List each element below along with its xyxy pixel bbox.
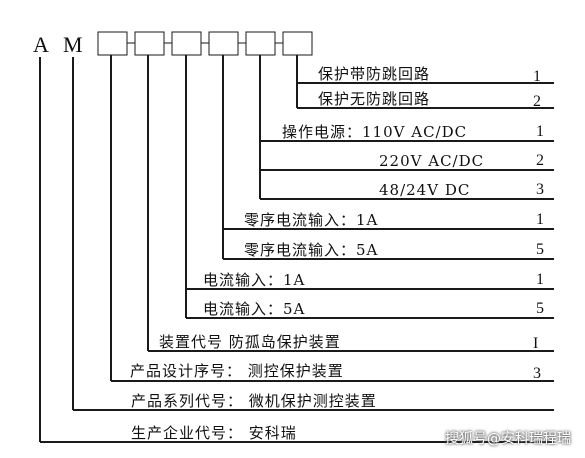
option-code-current-5a: 5 (536, 300, 544, 317)
code-box-5 (245, 31, 276, 56)
option-label-power-220v: 220V AC/DC (379, 152, 485, 170)
option-code-power-220v: 2 (536, 152, 544, 169)
prefix-a: A (33, 32, 49, 57)
option-label-product-series: 产品系列代号： 微机保护测控装置 (131, 392, 377, 410)
option-label-zero-seq-1a: 零序电流输入：1A (244, 211, 379, 229)
option-code-zero-seq-5a: 5 (536, 241, 544, 258)
option-label-current-1a: 电流输入：1A (203, 271, 306, 289)
option-label-anti-jump-without: 保护无防跳回路 (318, 90, 431, 108)
prefix-m: M (63, 32, 83, 57)
option-label-anti-jump-with: 保护带防跳回路 (318, 65, 431, 83)
option-label-design-serial: 产品设计序号： 测控保护装置 (130, 362, 344, 380)
option-code-power-48v: 3 (536, 181, 544, 198)
code-box-2 (134, 31, 165, 56)
option-label-current-5a: 电流输入：5A (203, 300, 306, 318)
code-box-6 (282, 31, 313, 56)
option-label-power-48v: 48/24V DC (379, 181, 471, 199)
code-box-1 (97, 31, 128, 56)
option-code-zero-seq-1a: 1 (536, 211, 544, 228)
option-code-power-110v: 1 (536, 123, 544, 140)
option-label-power-110v: 操作电源：110V AC/DC (282, 123, 468, 141)
option-label-zero-seq-5a: 零序电流输入：5A (244, 241, 379, 259)
option-code-design-serial: 3 (533, 365, 541, 382)
code-box-3 (171, 31, 202, 56)
option-code-device-code: I (533, 335, 539, 352)
option-code-anti-jump-without: 2 (533, 93, 541, 110)
option-code-anti-jump-with: 1 (533, 68, 541, 85)
option-label-device-code: 装置代号 防孤岛保护装置 (159, 333, 341, 351)
option-code-current-1a: 1 (536, 271, 544, 288)
code-box-4 (208, 31, 239, 56)
option-label-manufacturer: 生产企业代号： 安科瑞 (131, 424, 297, 442)
watermark: 搜狐号@安科瑞程瑞 (445, 431, 571, 447)
